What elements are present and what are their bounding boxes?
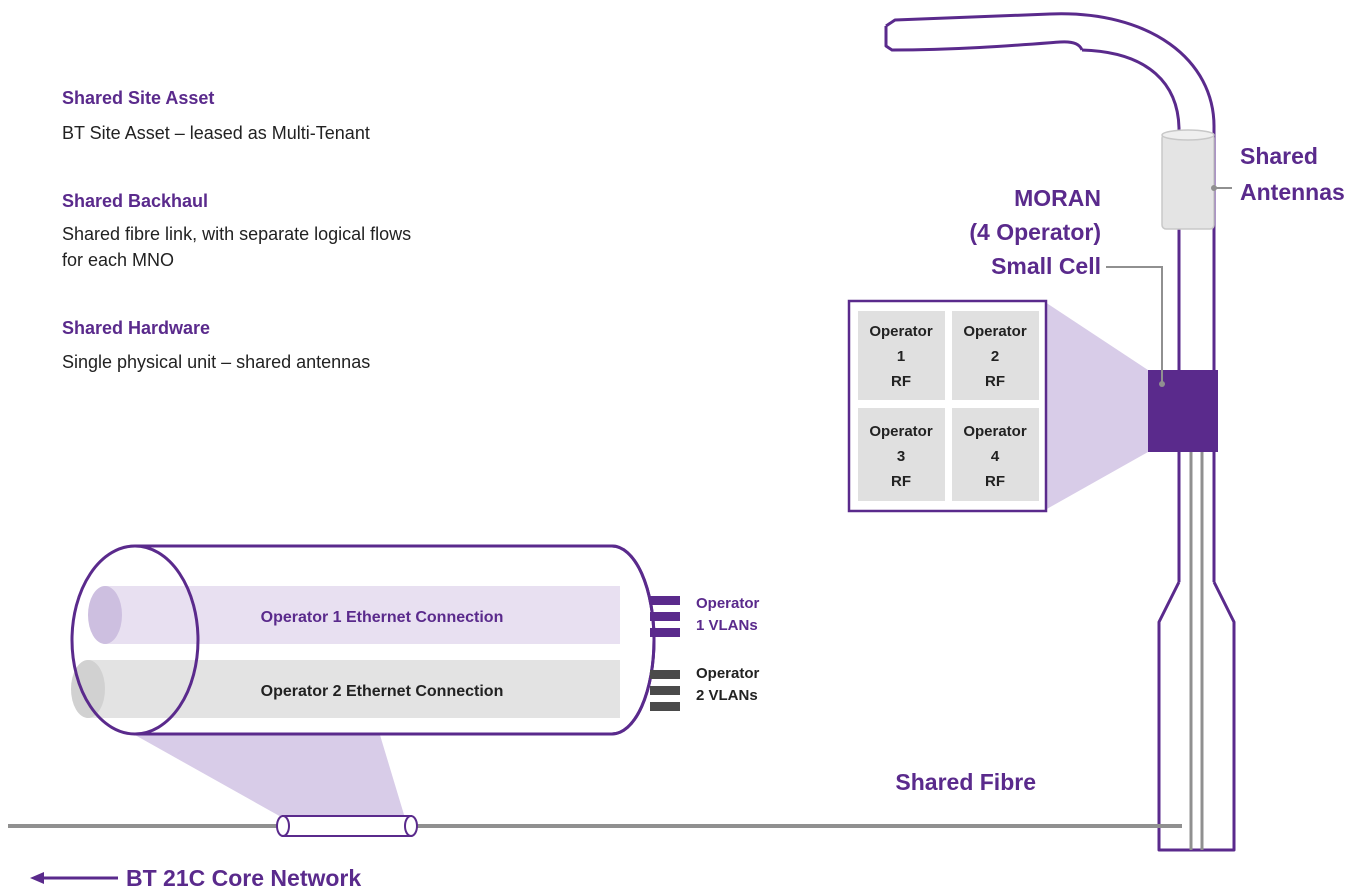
operator-4-rf-box — [952, 408, 1039, 501]
antennas-pointer-dot — [1211, 185, 1217, 191]
tube-zoom-beam — [135, 735, 405, 818]
ethernet-tube: Operator 1 Ethernet Connection Operator … — [70, 544, 656, 736]
operator-2-rf-line-1: Operator — [963, 323, 1027, 340]
lamp-head — [884, 26, 1084, 52]
lamp-top — [885, 12, 1216, 129]
operator-1-pipe-end — [88, 586, 122, 644]
info-site-asset: Shared Site Asset BT Site Asset – leased… — [62, 88, 370, 143]
shared-fibre-label: Shared Fibre — [895, 769, 1036, 795]
operator-2-rf-line-3: RF — [985, 373, 1005, 390]
vlan-1-bar-b — [650, 612, 680, 621]
vlan-2-bar-c — [650, 702, 680, 711]
small-cell-zoom-beam — [1045, 302, 1148, 510]
core-network-arrow — [30, 872, 118, 884]
vlan-2-bar-b — [650, 686, 680, 695]
shared-antennas-label-line-1: Shared — [1240, 143, 1318, 169]
site-asset-title: Shared Site Asset — [62, 88, 214, 108]
antenna-top — [1161, 129, 1215, 141]
fibre-section-end-left — [276, 815, 290, 837]
moran-label: MORAN — [1014, 185, 1101, 211]
pole-base — [1157, 581, 1236, 852]
core-network-label: BT 21C Core Network — [126, 865, 361, 891]
tube-front-ring — [70, 544, 200, 736]
info-backhaul: Shared Backhaul Shared fibre link, with … — [62, 191, 411, 270]
tube-back-ring — [611, 544, 656, 736]
operator-3-rf-line-1: Operator — [869, 423, 933, 440]
antenna-cylinder — [1161, 133, 1215, 230]
backhaul-description-line-2: for each MNO — [62, 250, 174, 270]
site-asset-description: BT Site Asset – leased as Multi-Tenant — [62, 123, 370, 143]
operator-1-vlans-line-1: Operator — [696, 595, 760, 612]
operator-1-rf-box — [858, 311, 945, 400]
operator-4-rf-line-3: RF — [985, 473, 1005, 490]
small-cell-label: Small Cell — [991, 253, 1101, 279]
operator-2-rf-box — [952, 311, 1039, 400]
hardware-description: Single physical unit – shared antennas — [62, 352, 370, 372]
info-hardware: Shared Hardware Single physical unit – s… — [62, 318, 370, 372]
operator-1-vlans-line-2: 1 VLANs — [696, 617, 758, 634]
small-cell-pointer-dot — [1159, 381, 1165, 387]
operator-1-connection-label: Operator 1 Ethernet Connection — [261, 609, 504, 626]
operator-3-rf-line-3: RF — [891, 473, 911, 490]
operator-1-vlan-bars — [650, 596, 680, 637]
small-cell-pointer — [1106, 266, 1163, 384]
operator-3-rf: Operator 3 RF — [858, 408, 945, 501]
operator-3-rf-line-2: 3 — [897, 448, 905, 465]
operator-2-rf: Operator 2 RF — [952, 311, 1039, 400]
four-operator-label: (4 Operator) — [969, 219, 1101, 245]
operator-2-vlans-line-1: Operator — [696, 665, 760, 682]
operator-2-vlan-bars — [650, 670, 680, 711]
operator-2-pipe-end — [71, 660, 105, 718]
lamp-arm-inner — [1081, 48, 1181, 129]
small-cell-unit — [1148, 370, 1218, 452]
operator-3-rf-box — [858, 408, 945, 501]
operator-2-rf-line-2: 2 — [991, 348, 999, 365]
lamp-pole — [884, 12, 1236, 852]
fibre-section — [282, 815, 412, 837]
vlan-1-bar-a — [650, 596, 680, 605]
operator-1-rf-line-1: Operator — [869, 323, 933, 340]
vlan-1-bar-c — [650, 628, 680, 637]
hardware-title: Shared Hardware — [62, 318, 210, 338]
backhaul-title: Shared Backhaul — [62, 191, 208, 211]
operator-2-connection-label: Operator 2 Ethernet Connection — [261, 683, 504, 700]
core-arrow-head — [30, 872, 44, 884]
shared-antennas-label-line-2: Antennas — [1240, 179, 1345, 205]
operator-1-rf-line-2: 1 — [897, 348, 905, 365]
operator-4-rf: Operator 4 RF — [952, 408, 1039, 501]
fibre-section-end-right — [404, 815, 418, 837]
backhaul-description-line-1: Shared fibre link, with separate logical… — [62, 224, 411, 244]
vlan-2-bar-a — [650, 670, 680, 679]
operator-2-vlans-line-2: 2 VLANs — [696, 687, 758, 704]
operator-1-rf: Operator 1 RF — [858, 311, 945, 400]
operator-4-rf-line-2: 4 — [991, 448, 1000, 465]
operator-4-rf-line-1: Operator — [963, 423, 1027, 440]
operator-1-rf-line-3: RF — [891, 373, 911, 390]
